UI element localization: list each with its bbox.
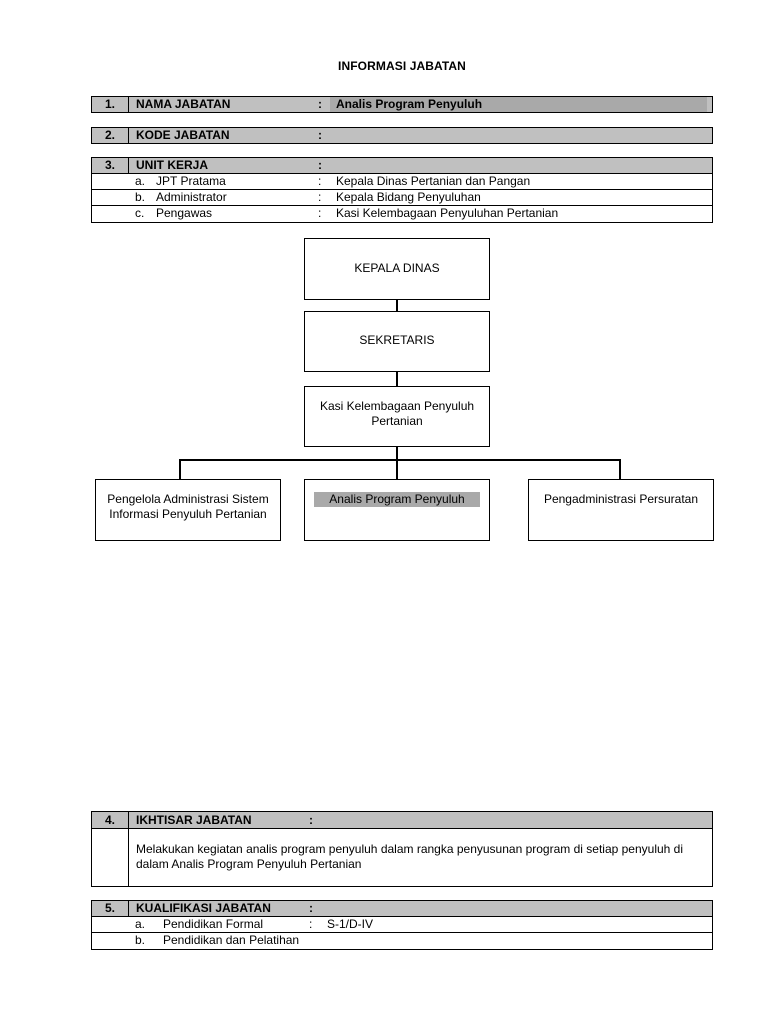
- colon: :: [318, 174, 322, 188]
- org-box-label: Pengelola Administrasi Sistem Informasi …: [107, 492, 269, 521]
- empty-number-cell: [92, 829, 129, 886]
- ikhtisar-body: Melakukan kegiatan analis program penyul…: [92, 829, 712, 886]
- org-box-sekretaris: SEKRETARIS: [304, 311, 490, 372]
- unit-kerja-header: 3. UNIT KERJA :: [92, 158, 712, 174]
- section-unit-kerja: 3. UNIT KERJA : a. JPT Pratama : Kepala …: [91, 157, 713, 223]
- colon: :: [318, 128, 322, 142]
- ikhtisar-label: IKHTISAR JABATAN: [136, 813, 252, 827]
- colon: :: [318, 206, 322, 220]
- org-connector: [396, 372, 398, 386]
- section-number: 2.: [92, 128, 129, 143]
- item-value: Kepala Dinas Pertanian dan Pangan: [336, 174, 531, 188]
- section-number: 4.: [92, 812, 129, 828]
- item-label: Pendidikan Formal: [163, 917, 264, 931]
- item-label: Pendidikan dan Pelatihan: [163, 933, 300, 947]
- unit-kerja-item: c. Pengawas : Kasi Kelembagaan Penyuluha…: [92, 206, 712, 222]
- org-box-label: Pengadministrasi Persuratan: [543, 492, 699, 506]
- unit-kerja-label: UNIT KERJA: [136, 158, 209, 172]
- unit-kerja-item: b. Administrator : Kepala Bidang Penyulu…: [92, 190, 712, 206]
- ikhtisar-text: Melakukan kegiatan analis program penyul…: [136, 842, 684, 871]
- section-number: 5.: [92, 901, 129, 916]
- section-number: 1.: [92, 97, 129, 112]
- item-label: Administrator: [156, 190, 227, 204]
- item-letter: c.: [135, 206, 145, 220]
- item-label: JPT Pratama: [156, 174, 226, 188]
- kode-jabatan-label: KODE JABATAN: [136, 128, 230, 142]
- section-kode-jabatan: 2. KODE JABATAN :: [91, 127, 713, 144]
- org-connector: [179, 459, 181, 479]
- colon: :: [309, 901, 313, 915]
- org-box-kepala-dinas: KEPALA DINAS: [304, 238, 490, 300]
- org-connector: [396, 300, 398, 311]
- item-letter: a.: [135, 917, 146, 931]
- section-kualifikasi-jabatan: 5. KUALIFIKASI JABATAN : a. Pendidikan F…: [91, 900, 713, 950]
- org-connector: [396, 447, 398, 479]
- org-box-pengadministrasi: Pengadministrasi Persuratan: [528, 479, 714, 541]
- org-box-analis-program: Analis Program Penyuluh: [304, 479, 490, 541]
- item-value: S-1/D-IV: [327, 917, 374, 931]
- colon: :: [318, 190, 322, 204]
- item-value: Kepala Bidang Penyuluhan: [336, 190, 481, 204]
- org-connector-horizontal: [179, 459, 621, 461]
- kode-jabatan-row: 2. KODE JABATAN :: [92, 128, 712, 143]
- item-value: Kasi Kelembagaan Penyuluhan Pertanian: [336, 206, 559, 220]
- ikhtisar-header: 4. IKHTISAR JABATAN :: [92, 812, 712, 829]
- section-ikhtisar-jabatan: 4. IKHTISAR JABATAN : Melakukan kegiatan…: [91, 811, 713, 887]
- org-box-kasi-kelembagaan: Kasi Kelembagaan Penyuluh Pertanian: [304, 386, 490, 447]
- org-box-label: KEPALA DINAS: [354, 261, 440, 275]
- colon: :: [309, 917, 313, 931]
- unit-kerja-item: a. JPT Pratama : Kepala Dinas Pertanian …: [92, 174, 712, 190]
- nama-jabatan-value: Analis Program Penyuluh: [330, 97, 707, 112]
- section-nama-jabatan: 1. NAMA JABATAN : Analis Program Penyulu…: [91, 96, 713, 113]
- item-letter: b.: [135, 190, 146, 204]
- kualifikasi-item: a. Pendidikan Formal : S-1/D-IV: [92, 917, 712, 933]
- section-number: 3.: [92, 158, 129, 173]
- colon: :: [318, 97, 322, 111]
- item-label: Pengawas: [156, 206, 213, 220]
- org-box-label: Kasi Kelembagaan Penyuluh Pertanian: [319, 399, 475, 428]
- item-letter: b.: [135, 933, 146, 947]
- colon: :: [309, 813, 313, 827]
- org-box-label: SEKRETARIS: [359, 333, 435, 347]
- kualifikasi-label: KUALIFIKASI JABATAN: [136, 901, 271, 915]
- item-letter: a.: [135, 174, 146, 188]
- org-box-pengelola-administrasi: Pengelola Administrasi Sistem Informasi …: [95, 479, 281, 541]
- kualifikasi-header: 5. KUALIFIKASI JABATAN :: [92, 901, 712, 917]
- colon: :: [318, 158, 322, 172]
- document-title: INFORMASI JABATAN: [338, 59, 466, 73]
- kualifikasi-item: b. Pendidikan dan Pelatihan: [92, 933, 712, 949]
- org-connector: [619, 459, 621, 479]
- nama-jabatan-label: NAMA JABATAN: [136, 97, 231, 111]
- nama-jabatan-row: 1. NAMA JABATAN : Analis Program Penyulu…: [92, 97, 712, 112]
- org-box-label-highlighted: Analis Program Penyuluh: [314, 492, 480, 507]
